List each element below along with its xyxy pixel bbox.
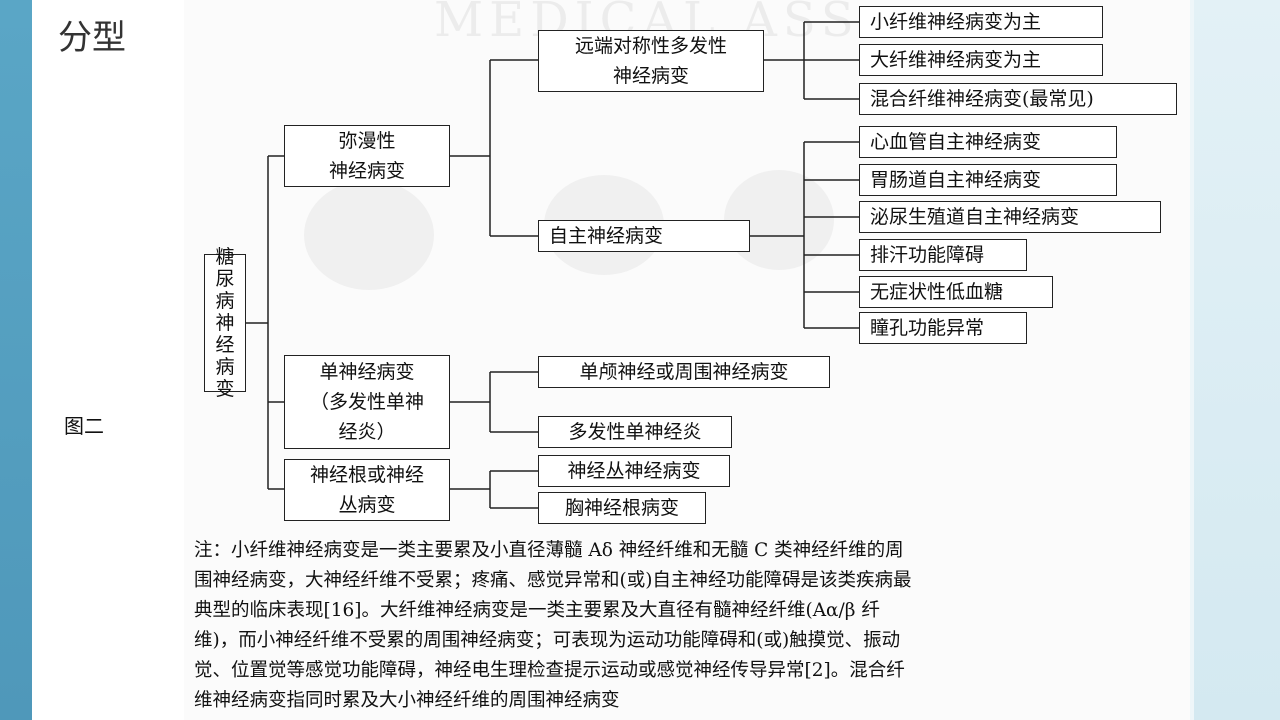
node-urogenital: 泌尿生殖道自主神经病变 [859,201,1161,233]
note-line: 围神经病变，大神经纤维不受累；疼痛、感觉异常和(或)自主神经功能障碍是该类疾病最 [194,570,912,591]
note-line: 维)，而小神经纤维不受累的周围神经病变；可表现为运动功能障碍和(或)触摸觉、振动 [194,630,901,651]
watermark-seal-1 [304,180,434,290]
node-autonomic: 自主神经病变 [538,220,750,252]
node-thoracic-root: 胸神经根病变 [538,492,706,524]
note-line: 觉、位置觉等感觉功能障碍，神经电生理检查提示运动或感觉神经传导异常[2]。混合纤 [194,660,905,681]
note-paragraph: 注：小纤维神经病变是一类主要累及小直径薄髓 Aδ 神经纤维和无髓 C 类神经纤维… [194,536,1174,716]
node-cardiovascular: 心血管自主神经病变 [859,126,1117,158]
node-root-plexus-neuropathy: 神经根或神经 丛病变 [284,459,450,521]
left-accent-bar [0,0,32,720]
node-distal-symmetric: 远端对称性多发性 神经病变 [538,30,764,92]
right-bar-edge [1188,0,1194,720]
figure-label: 图二 [64,414,104,438]
node-gastrointestinal: 胃肠道自主神经病变 [859,164,1117,196]
node-root: 糖 尿 病 神 经 病 变 [204,246,246,400]
node-multiple-mononeuritis: 多发性单神经炎 [538,416,732,448]
slide-title: 分型 [58,18,126,58]
right-accent-bar [1194,0,1280,720]
node-hypoglycemia: 无症状性低血糖 [859,276,1053,308]
node-large-fiber: 大纤维神经病变为主 [859,44,1103,76]
note-line: 注：小纤维神经病变是一类主要累及小直径薄髓 Aδ 神经纤维和无髓 C 类神经纤维… [194,540,904,561]
note-line: 维神经病变指同时累及大小神经纤维的周围神经病变 [194,690,620,711]
node-small-fiber: 小纤维神经病变为主 [859,6,1103,38]
node-mononeuropathy: 单神经病变 （多发性单神 经炎） [284,355,450,449]
node-mixed-fiber: 混合纤维神经病变(最常见) [859,83,1177,115]
node-sweating: 排汗功能障碍 [859,239,1027,271]
node-diffuse-neuropathy: 弥漫性 神经病变 [284,125,450,187]
node-plexus-neuropathy: 神经丛神经病变 [538,455,730,487]
node-cranial-peripheral: 单颅神经或周围神经病变 [538,356,830,388]
note-line: 典型的临床表现[16]。大纤维神经病变是一类主要累及大直径有髓神经纤维(Aα/β… [194,600,880,621]
node-pupil: 瞳孔功能异常 [859,312,1027,344]
